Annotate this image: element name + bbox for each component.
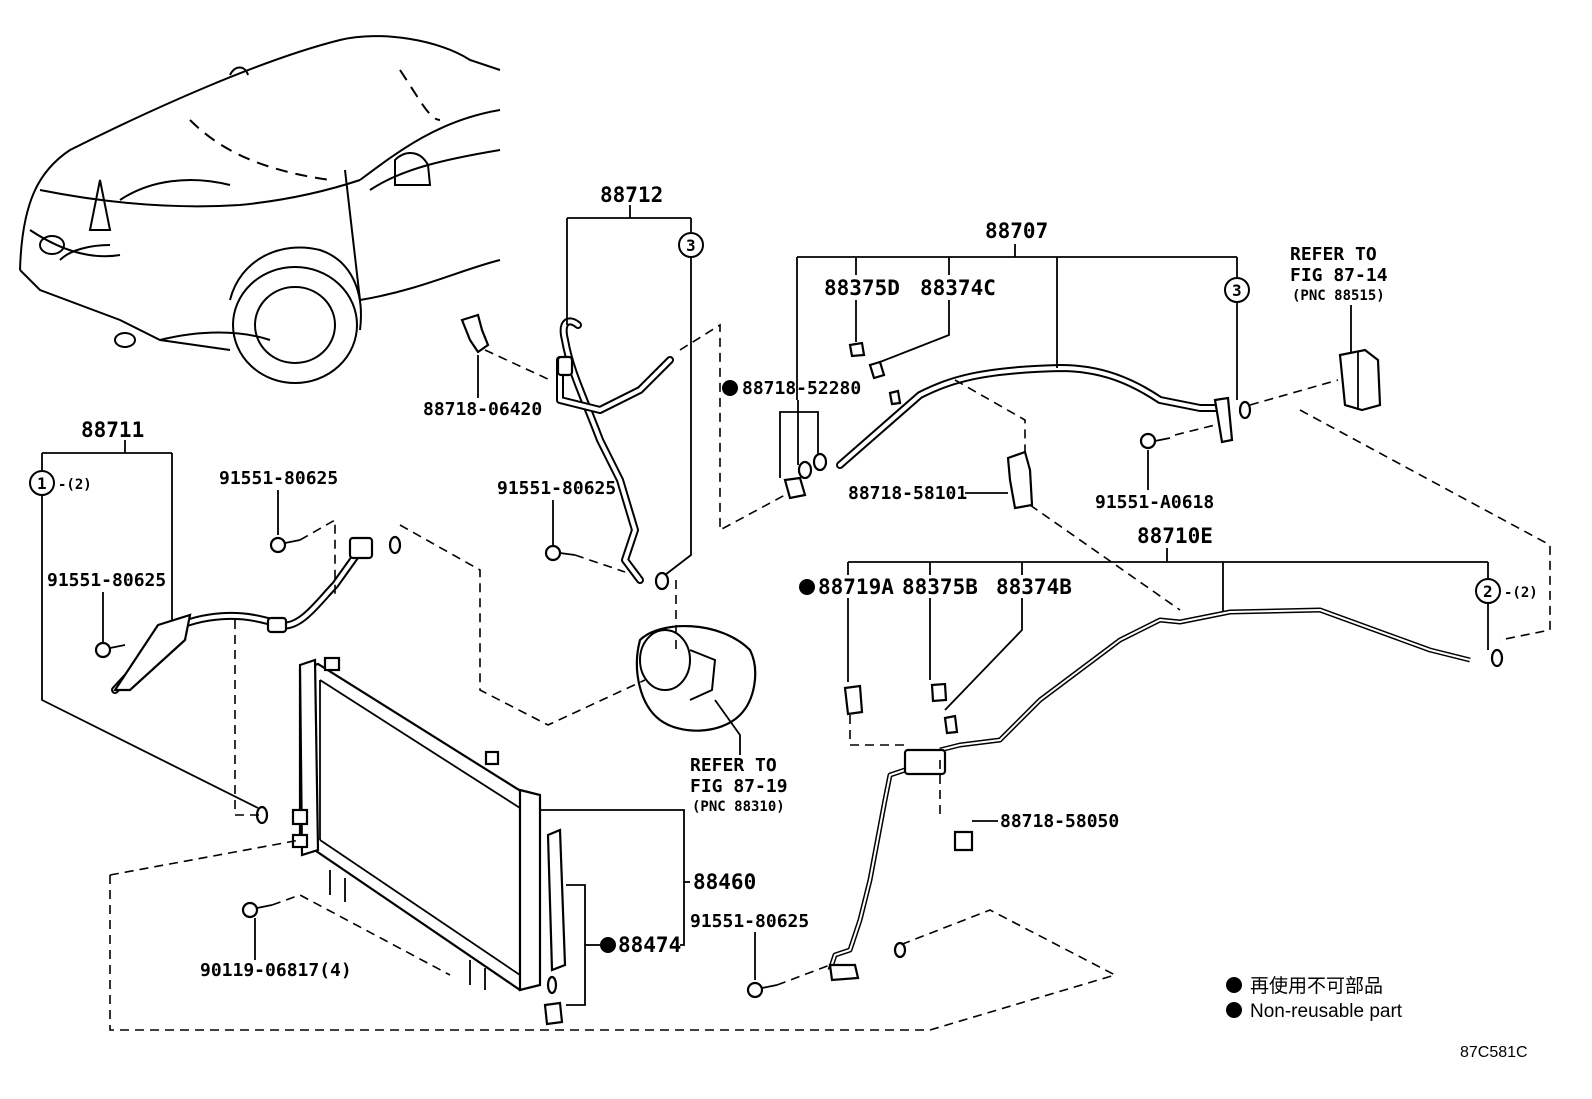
label-88712: 88712: [600, 183, 663, 207]
label-88375B: 88375B: [902, 575, 978, 599]
legend-bullet-en: [1226, 1002, 1242, 1018]
label-90119-06817: 90119-06817(4): [200, 960, 352, 981]
label-91551-80625-lower: 91551-80625: [690, 911, 809, 932]
clamp-88718-58101: [1006, 450, 1034, 510]
label-88719A: 88719A: [818, 575, 894, 599]
label-88718-52280: 88718-52280: [742, 378, 861, 399]
marker-3b: 3: [1232, 281, 1242, 300]
marker-3a: 3: [686, 236, 696, 255]
discharge-hose-88711: [111, 535, 402, 694]
marker-2-circle: [1475, 578, 1501, 604]
ref-fig87-14-line1: REFER TO: [1290, 244, 1377, 265]
diagram-code: 87C581C: [1460, 1044, 1528, 1061]
condenser-88460: [291, 656, 542, 992]
label-88711: 88711: [81, 418, 144, 442]
legend-bullet-jp: [1226, 977, 1242, 993]
marker-3a-circle: [678, 232, 704, 258]
label-88460: 88460: [693, 870, 756, 894]
label-88718-06420: 88718-06420: [423, 399, 542, 420]
compressor-unit: [635, 625, 757, 732]
marker-1-qty: -(2): [58, 477, 92, 493]
label-88707: 88707: [985, 219, 1048, 243]
part-labels: 88711 91551-80625 91551-80625 88712 8871…: [47, 183, 1388, 981]
legend-jp: 再使用不可部品: [1250, 975, 1383, 997]
liquid-tube-88710E: [827, 607, 1504, 982]
label-88710E: 88710E: [1137, 524, 1213, 548]
clamp-88718-06420: [460, 313, 490, 398]
assembly-dashed-lines: [109, 323, 1551, 1031]
leader-lines: [41, 205, 1489, 1006]
connection-markers: 1 -(2) 3 3 2 -(2): [29, 232, 1538, 604]
marker-1-circle: [29, 470, 55, 496]
label-88718-58101: 88718-58101: [848, 483, 967, 504]
non-reusable-marker: [799, 579, 815, 595]
label-91551-A0618: 91551-A0618: [1095, 492, 1214, 513]
ref-fig87-19-line1: REFER TO: [690, 755, 777, 776]
marker-3b-circle: [1224, 277, 1250, 303]
ref-fig87-19-line2: FIG 87-19: [690, 776, 788, 797]
label-91551-80625-left: 91551-80625: [47, 570, 166, 591]
non-reusable-marker: [600, 937, 616, 953]
dryer-88474: [543, 828, 567, 1026]
label-88718-58050: 88718-58050: [1000, 811, 1119, 832]
non-reusable-marker: [722, 380, 738, 396]
marker-2: 2: [1483, 582, 1493, 601]
label-88375D: 88375D: [824, 276, 900, 300]
label-88374C: 88374C: [920, 276, 996, 300]
marker-1: 1: [37, 474, 47, 493]
ref-fig87-14-line2: FIG 87-14: [1290, 265, 1388, 286]
label-91551-80625-upper: 91551-80625: [219, 468, 338, 489]
ref-fig87-19-line3: (PNC 88310): [692, 799, 785, 815]
label-91551-80625-mid: 91551-80625: [497, 478, 616, 499]
legend-en: Non-reusable part: [1250, 1001, 1403, 1022]
suction-hose-88712: [556, 317, 674, 591]
receiver-88515: [1338, 348, 1382, 412]
vehicle-front-illustration: [19, 35, 501, 384]
legend: 再使用不可部品 Non-reusable part: [1226, 975, 1403, 1022]
label-88474: 88474: [618, 933, 681, 957]
ref-fig87-14-line3: (PNC 88515): [1292, 288, 1385, 304]
marker-2-qty: -(2): [1504, 585, 1538, 601]
label-88374B: 88374B: [996, 575, 1072, 599]
suction-pipe-88707: [783, 341, 1252, 500]
bolts: [94, 432, 1171, 999]
